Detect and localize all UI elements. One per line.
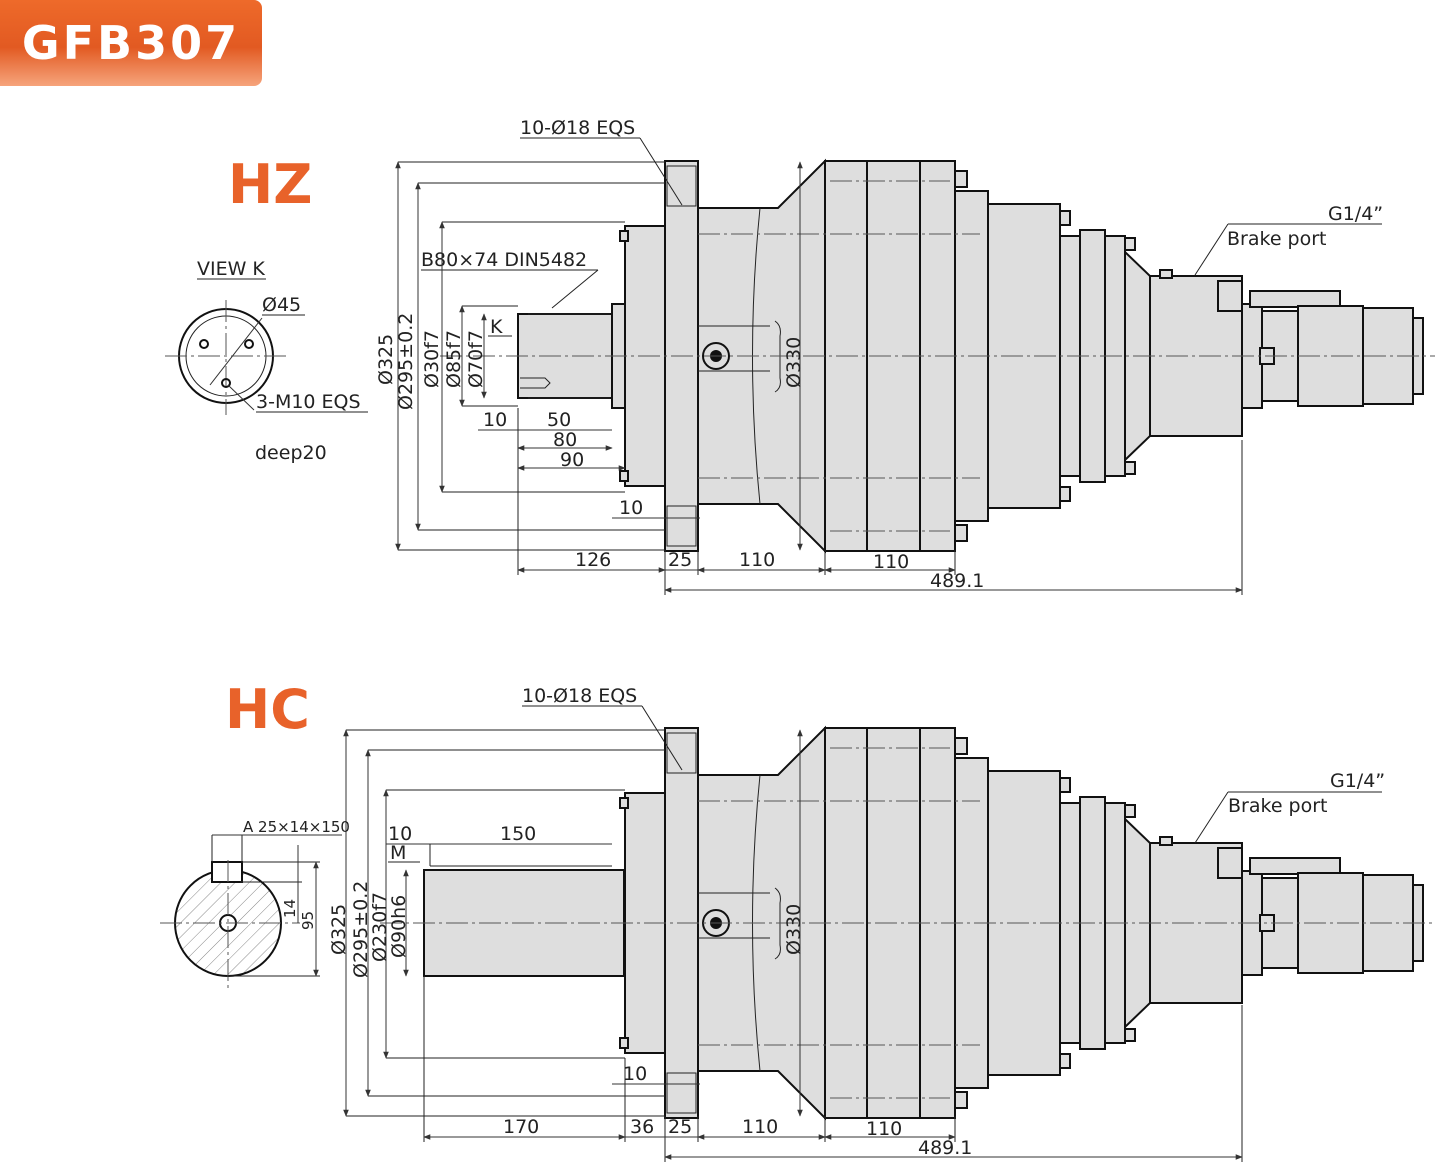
hc-dia-90: Ø90h6	[388, 895, 410, 958]
hz-brake-port: Brake port	[1227, 228, 1327, 250]
hz-k-mark: K	[490, 316, 503, 338]
view-k-depth: deep20	[255, 442, 327, 464]
hz-label: HZ	[228, 153, 312, 216]
hz-flange-10: 10	[619, 497, 643, 519]
hz-len-110a: 110	[739, 549, 775, 571]
hc-label: HC	[225, 678, 310, 741]
hz-len-126: 126	[575, 549, 611, 571]
hz-shaft-50: 50	[547, 409, 571, 431]
hc-dia-295: Ø295±0.2	[350, 881, 372, 978]
hz-dia-70: Ø70f7	[465, 330, 487, 388]
hc-view: HC A 25×14×150 14 95 10-Ø18 EQS	[160, 678, 1435, 1162]
hc-shaft-10: 10	[388, 823, 412, 845]
hc-len-170: 170	[503, 1116, 539, 1138]
hc-len-110a: 110	[742, 1116, 778, 1138]
hc-shaft-150: 150	[500, 823, 536, 845]
hc-len-25: 25	[668, 1116, 692, 1138]
hz-dia-325: Ø325	[375, 334, 397, 385]
view-k-holes: 3-M10 EQS	[256, 391, 361, 413]
hz-body-dia: Ø330	[783, 337, 805, 388]
hz-view: HZ VIEW K Ø45 3-M10 EQS deep20	[165, 117, 1435, 595]
view-k-detail: VIEW K Ø45 3-M10 EQS deep20	[165, 258, 368, 464]
hc-flange-holes: 10-Ø18 EQS	[522, 685, 637, 707]
hc-key-14: 14	[281, 899, 299, 918]
hc-body-dia: Ø330	[783, 904, 805, 955]
hc-dia-325: Ø325	[328, 904, 350, 955]
view-k-dia: Ø45	[262, 294, 301, 316]
view-k-title: VIEW K	[197, 258, 265, 280]
hz-dia-85: Ø85f7	[443, 330, 465, 388]
hz-len-110b: 110	[873, 551, 909, 573]
hc-len-36: 36	[630, 1116, 654, 1138]
hc-thread: G1/4”	[1330, 770, 1385, 792]
hc-key-95: 95	[299, 911, 317, 930]
hz-len-25: 25	[668, 549, 692, 571]
hz-dia-295: Ø295±0.2	[395, 313, 417, 410]
key-section: A 25×14×150 14 95	[160, 818, 350, 990]
hc-dia-230: Ø230f7	[369, 892, 391, 962]
hc-flange-10: 10	[623, 1063, 647, 1085]
hc-total-length: 489.1	[918, 1137, 972, 1159]
hz-shaft-90: 90	[560, 449, 584, 471]
hz-flange-holes: 10-Ø18 EQS	[520, 117, 635, 139]
hc-len-110b: 110	[866, 1118, 902, 1140]
hc-key: A 25×14×150	[243, 818, 350, 836]
model-badge: GFB307	[0, 0, 262, 86]
hz-dia-30: Ø30f7	[421, 330, 443, 388]
hz-total-length: 489.1	[930, 570, 984, 592]
hc-brake-port: Brake port	[1228, 795, 1328, 817]
hz-spline: B80×74 DIN5482	[421, 249, 587, 271]
hc-m-mark: M	[390, 842, 406, 864]
hz-shaft-80: 80	[553, 429, 577, 451]
hz-thread: G1/4”	[1328, 203, 1383, 225]
hz-shaft-10: 10	[483, 409, 507, 431]
